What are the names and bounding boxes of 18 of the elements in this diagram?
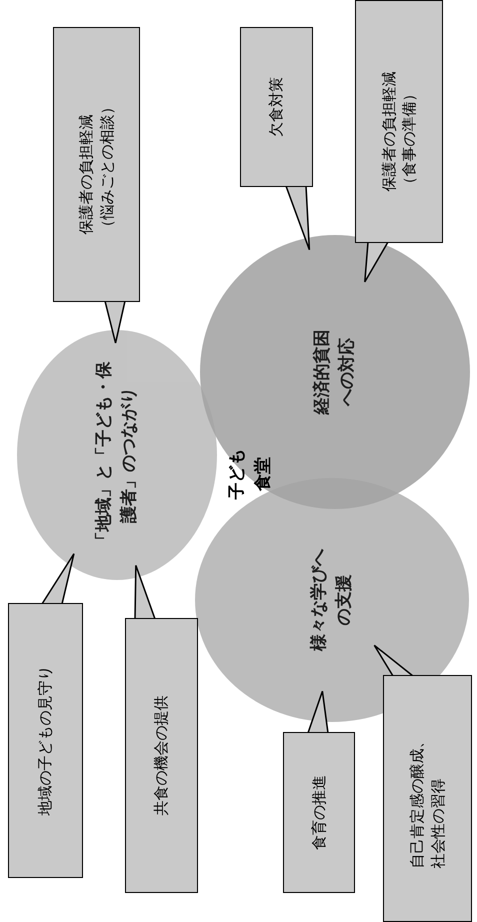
callout-box: 保護者の負担軽減（悩みごとの相談） — [53, 27, 140, 302]
circle-label: 「地域」と「子ども・保護者」のつながり — [92, 360, 140, 550]
center-label: 子ども食堂 — [226, 448, 274, 502]
circle-label: 様々な学びへの支援 — [308, 548, 355, 654]
callout-pointer — [374, 644, 416, 677]
callout-box: 食育の推進 — [283, 732, 355, 893]
callout-box: 共食の機会の提供 — [125, 618, 198, 893]
callout-pointer — [306, 690, 329, 734]
callout-box: 地域の子どもの見守り — [8, 603, 83, 878]
callout-box: 欠食対策 — [240, 27, 313, 187]
callout-box: 保護者の負担軽減（食事の準備） — [355, 0, 443, 243]
circle-label: 経済的貧困への対応 — [310, 328, 358, 417]
callout-pointer — [134, 564, 156, 620]
callout-pointer — [364, 241, 390, 283]
callout-pointer — [284, 185, 310, 250]
callout-pointer — [104, 300, 126, 344]
callout-box: 自己肯定感の醸成、社会性の習得 — [383, 675, 472, 922]
callout-pointer — [40, 553, 75, 605]
